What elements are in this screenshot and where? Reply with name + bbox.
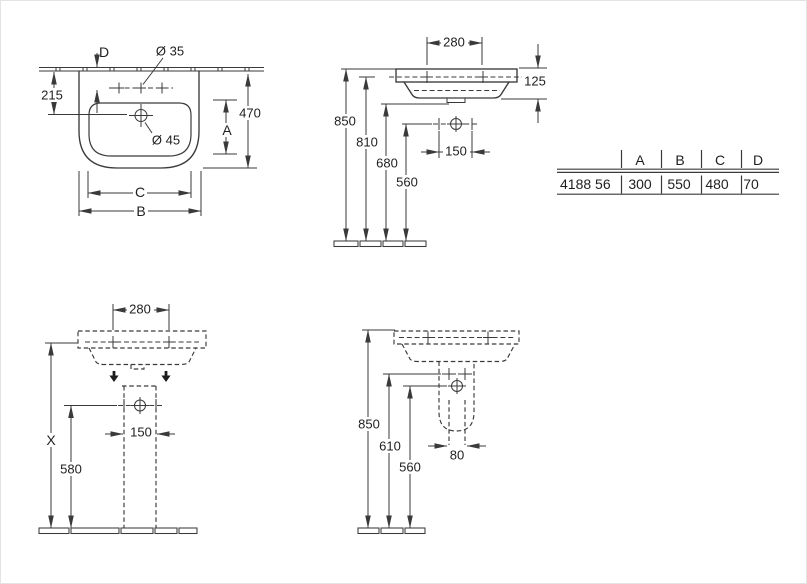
wall-bolt-marks	[423, 331, 493, 344]
dim-label-dia35: Ø 35	[156, 44, 184, 59]
assembly-arrow-right	[161, 371, 171, 382]
dim-label-280-pedestal: 280	[129, 302, 151, 317]
basin-outline	[78, 70, 200, 169]
drain-notch	[446, 98, 466, 103]
dim-label-580: 580	[60, 462, 82, 477]
tap-hole-marks	[109, 82, 173, 94]
dim-label-150-pedestal: 150	[130, 425, 152, 440]
basin-body-dashed	[88, 347, 197, 366]
view-pedestal-front: 280 X 580 150	[38, 302, 207, 535]
dim-label-125: 125	[524, 74, 546, 89]
assembly-arrow-left	[109, 371, 119, 382]
view-front: 280 125 850 810 680 560 150	[332, 35, 549, 248]
floor-hatch	[333, 240, 427, 248]
table-value-c: 480	[705, 176, 729, 192]
front-labels: 280 125 850 810 680 560 150	[332, 35, 549, 190]
rim-outline-dashed	[77, 330, 207, 349]
rim-outline	[395, 68, 518, 83]
dim-label-680: 680	[376, 156, 398, 171]
leader-dia35	[142, 57, 164, 85]
dim-label-c: C	[135, 184, 145, 200]
dim-label-150-front: 150	[445, 144, 467, 159]
dim-label-280-front: 280	[443, 35, 465, 50]
floor-hatch	[357, 527, 426, 535]
table-value-b: 550	[667, 176, 691, 192]
dim-label-470: 470	[239, 106, 261, 121]
plan-labels: D Ø 35 215 470 A Ø 45 C B	[39, 44, 264, 219]
leader-dia45	[144, 122, 153, 134]
dim-label-215: 215	[41, 88, 63, 103]
drain-mark	[129, 104, 153, 127]
dim-label-810: 810	[356, 135, 378, 150]
dim-label-850-side: 850	[358, 417, 380, 432]
fixing-hole-marks	[433, 116, 479, 132]
dim-label-x: X	[46, 432, 56, 448]
dim-label-560-side: 560	[399, 460, 421, 475]
dim-label-850-front: 850	[334, 114, 356, 129]
dim-label-610: 610	[379, 439, 401, 454]
rim-outline-dashed	[393, 330, 520, 345]
table-model-number: 4188 56	[560, 176, 611, 192]
wall-bolt-marks	[108, 336, 174, 348]
basin-bowl	[88, 102, 192, 157]
wall-hatch	[39, 67, 264, 72]
drain-notch-dashed	[130, 364, 145, 370]
table-header-b: B	[675, 152, 684, 168]
view-plan: D Ø 35 215 470 A Ø 45 C B	[39, 44, 264, 219]
view-pedestal-side: 850 610 560 80	[356, 329, 520, 535]
table-header-d: D	[753, 152, 763, 168]
siphon-cover-dashed	[438, 361, 475, 432]
table-value-a: 300	[628, 176, 652, 192]
dim-label-dia45: Ø 45	[152, 133, 180, 148]
pedestal-side-labels: 850 610 560 80	[356, 417, 467, 475]
dim-label-d: D	[99, 44, 109, 60]
pedestal-fixing-marks	[118, 397, 162, 414]
floor-hatch	[38, 527, 198, 535]
basin-body	[403, 81, 510, 99]
dim-label-80: 80	[450, 448, 464, 463]
pedestal-fixing-marks	[442, 368, 472, 394]
wall-bolt-marks	[422, 71, 488, 83]
pedestal-front-labels: 280 X 580 150	[44, 302, 155, 477]
table-header-c: C	[715, 152, 725, 168]
basin-body-dashed	[401, 343, 516, 363]
dim-label-a: A	[222, 122, 232, 138]
table-header-a: A	[635, 152, 645, 168]
dim-label-b: B	[136, 203, 145, 219]
dim-label-560-front: 560	[396, 175, 418, 190]
dimension-table: A B C D 4188 56 300 550 480 70	[557, 150, 779, 195]
table-value-d: 70	[743, 176, 759, 192]
